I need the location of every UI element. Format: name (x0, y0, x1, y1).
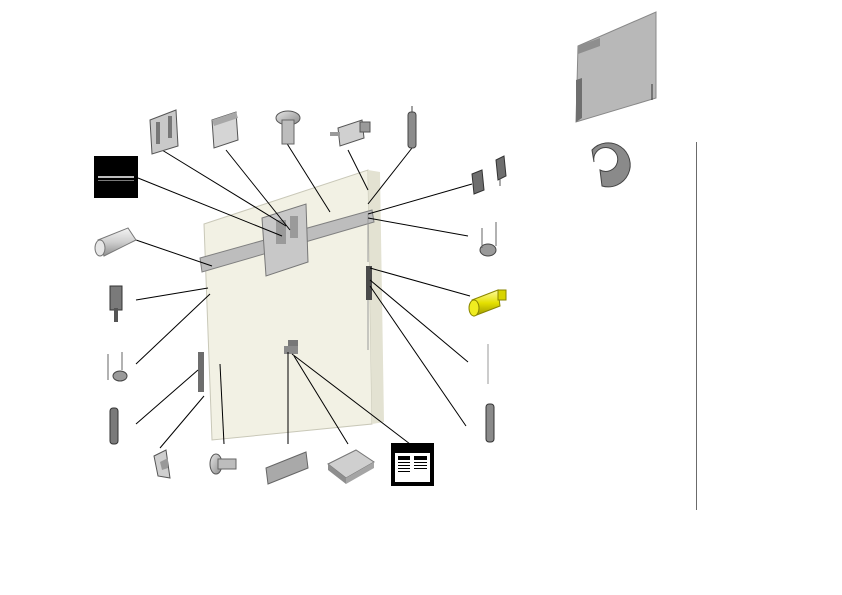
clip-pair-icon (471, 155, 507, 195)
pin-icon (468, 289, 507, 317)
c-ring-icon (591, 142, 631, 188)
latch-icon (109, 285, 123, 322)
screw-icon (275, 110, 301, 145)
cover-panel-icon (575, 11, 657, 123)
clip-icon (211, 111, 239, 149)
leader-lines (135, 141, 473, 449)
torsion-spring-icon (107, 352, 128, 382)
spring-icon (109, 407, 119, 445)
tube-icon (94, 227, 137, 257)
hinge-bracket-icon (149, 109, 179, 155)
spring-icon (407, 106, 417, 149)
main-panel (198, 169, 384, 441)
screw-icon (209, 453, 237, 475)
center-bracket (261, 203, 309, 277)
label-plate-icon (94, 156, 138, 198)
pad-icon (265, 451, 309, 485)
plate-icon (327, 449, 375, 484)
torsion-spring-icon (479, 222, 497, 257)
spring-icon (485, 403, 495, 443)
vertical-divider (696, 142, 697, 510)
instruction-label-icon (391, 443, 434, 486)
fastener-icon (153, 449, 171, 479)
connector-block-icon (330, 119, 371, 147)
